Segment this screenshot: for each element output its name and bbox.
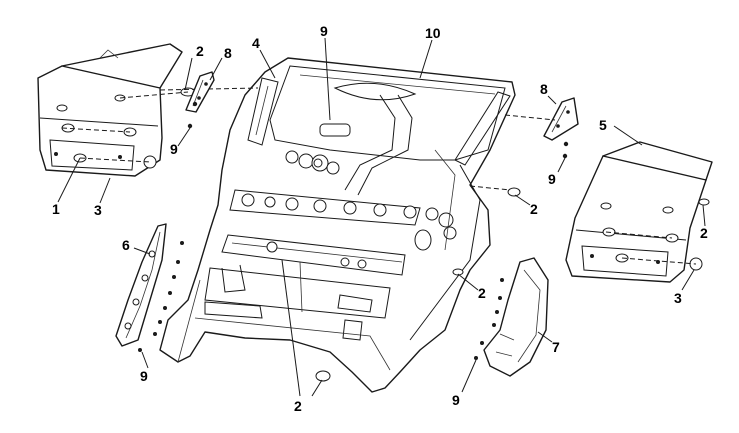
bracket-part-8-right [543, 97, 579, 141]
callout-9-top: 9 [320, 23, 328, 39]
trim-strip-part-7 [483, 257, 549, 377]
callout-6: 6 [122, 237, 130, 253]
right-clip-upper [698, 198, 710, 206]
callout-3-left: 3 [94, 202, 102, 218]
clip-bottom [315, 370, 331, 382]
callout-3-right: 3 [674, 290, 682, 306]
part-7-screws [474, 278, 504, 360]
right-clip-mid [507, 187, 521, 197]
callout-8-right: 8 [540, 81, 548, 97]
callout-7: 7 [552, 339, 560, 355]
callout-2-top: 2 [196, 43, 204, 59]
leader-lines [57, 37, 706, 397]
callout-2-lower: 2 [478, 285, 486, 301]
callout-1: 1 [52, 201, 60, 217]
callout-2-bottom: 2 [294, 398, 302, 414]
trim-strip-part-6 [115, 223, 167, 347]
right-tray-part-3 [565, 155, 707, 283]
callout-2-right: 2 [700, 225, 708, 241]
left-tray-part-1 [37, 65, 163, 177]
callout-8-left: 8 [224, 45, 232, 61]
bracket-part-8-left [185, 71, 215, 113]
callout-labels: 1 3 2 8 4 9 10 8 5 9 9 2 2 3 2 6 7 9 2 9 [52, 23, 708, 414]
callout-2-mid: 2 [530, 201, 538, 217]
callout-4: 4 [252, 35, 260, 51]
callout-9-left: 9 [170, 141, 178, 157]
callout-9-bottom-right: 9 [452, 392, 460, 408]
callout-5: 5 [599, 117, 607, 133]
cab-floor-assembly [159, 57, 516, 393]
callout-9-bottom-left: 9 [140, 368, 148, 384]
clip-right-lower [452, 268, 464, 276]
callout-9-right: 9 [548, 171, 556, 187]
callout-10: 10 [425, 25, 441, 41]
part-6-screws [138, 241, 184, 352]
